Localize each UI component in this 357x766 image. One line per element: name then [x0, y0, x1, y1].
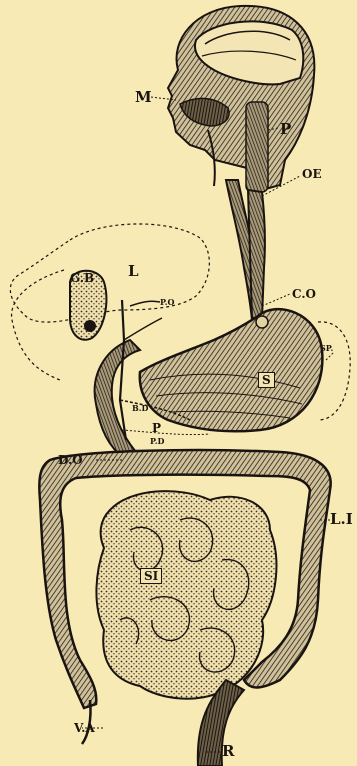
- duodenum: [95, 340, 140, 458]
- label-large-intestine: L.I: [330, 512, 353, 527]
- small-intestine: [96, 491, 276, 699]
- label-vermiform-appendix: V.A: [74, 722, 95, 734]
- label-liver: L: [128, 264, 139, 279]
- head: [168, 6, 314, 192]
- label-pancreatic-duct: P.D: [150, 437, 164, 445]
- label-stomach: S: [258, 372, 275, 388]
- label-gall-bladder: G.B: [70, 272, 94, 284]
- label-bile-duct: B.D: [132, 404, 148, 412]
- oesophagus: [226, 180, 265, 320]
- label-small-intestine: SI: [140, 568, 162, 584]
- label-spleen: SP.: [320, 344, 333, 352]
- liver-lobe-left: [12, 270, 64, 380]
- label-pancreas: P: [152, 422, 161, 434]
- label-cardiac-orifice: C.O: [292, 288, 316, 300]
- label-pharynx: P: [280, 122, 291, 137]
- label-rectum: R: [222, 744, 234, 759]
- label-oesophagus: OE: [302, 168, 322, 180]
- label-portal-vein: P.O: [160, 298, 174, 306]
- label-mouth: M: [135, 90, 152, 105]
- label-duodenum: D.O: [58, 454, 83, 466]
- stomach: [140, 309, 323, 431]
- liver: [10, 224, 209, 322]
